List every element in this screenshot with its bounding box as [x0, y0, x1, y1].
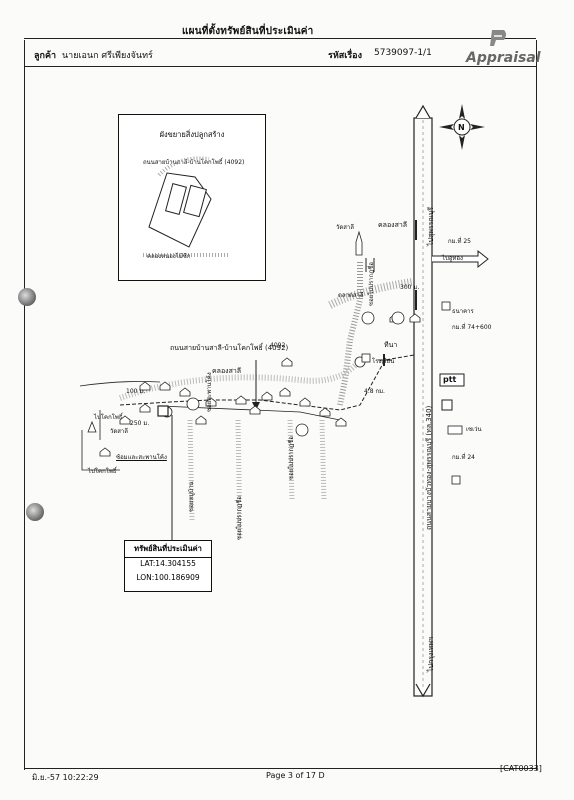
soi-2-label: ซอยไม่ปรากฏชื่อ — [236, 496, 243, 540]
dist-300-label: 300 ม. — [400, 284, 420, 291]
building-layout-inset: ผังขยายสิ่งปลูกสร้าง ถนนสายบ้านสาลี-บ้าน… — [118, 114, 266, 281]
callout-lat: LAT:14.304155 — [140, 559, 196, 568]
km25-label: กม.ที่ 25 — [448, 238, 471, 245]
inset-road-label: ถนนสายบ้านสาลี-บ้านโคกโพธิ์ (4092) — [143, 159, 245, 166]
seven-label: เซเว่น — [466, 426, 482, 433]
seven-eleven-icon — [441, 399, 453, 411]
road-main-name-label: ถนนสายบางบัวทอง-สุพรรณบุรี (ทล.340) — [425, 405, 433, 530]
appraisal-logo-icon — [490, 30, 506, 46]
footer-code: [CAT0033] — [500, 764, 542, 773]
to-uthong-label: ไปอู่ทอง — [442, 255, 463, 262]
to-khok-label: ไปโคกโพธิ์ — [94, 414, 123, 421]
road-main-bottom-label: ไปกรุงเทพฯ — [427, 637, 435, 672]
road-main-top-label: ไปสุพรรณบุรี — [427, 206, 435, 246]
page-title: แผนที่ตั้งทรัพย์สินที่ประเมินค่า — [182, 26, 314, 37]
punch-hole — [18, 288, 36, 306]
customer-label-text: ลูกค้า — [34, 51, 57, 61]
inset-title: ผังขยายสิ่งปลูกสร้าง — [159, 130, 225, 139]
road-number-label: 4092 — [270, 342, 286, 349]
soi-5-label: ซอยสะพานโค้ง — [206, 372, 213, 412]
footer-rule — [24, 768, 536, 769]
soi-4-label: ซอยไม่ปรากฏชื่อ — [368, 262, 375, 306]
thina-label: ทีนา — [384, 341, 398, 349]
customer-name: นายเอนก ศรีเพียงจันทร์ — [62, 51, 153, 61]
footer-page-number: Page 3 of 17 D — [266, 771, 325, 780]
route-marker-icon — [161, 311, 405, 437]
ref-label: รหัสเรื่อง — [328, 51, 362, 61]
temple-icon — [87, 230, 363, 433]
km-plus-label: กม.ที่ 74+600 — [452, 324, 492, 331]
header-bottom-rule — [24, 66, 536, 67]
dist-250-label: 250 ม. — [130, 420, 150, 427]
left-border — [24, 40, 25, 770]
ptt-label: ptt — [443, 375, 457, 384]
inset-plan — [143, 156, 229, 257]
canal-sali-label-2: คลองสาลี — [212, 367, 242, 375]
soi-1-label: ซอยหมู่บ้าน — [188, 481, 195, 512]
ptt-icon — [439, 373, 465, 387]
dist-48-label: 4.8 กม. — [364, 388, 385, 395]
market-label: ตลาดสาลี — [338, 292, 364, 299]
building-icon — [361, 301, 463, 485]
header-top-rule — [24, 38, 536, 39]
soi-3-label: ซอยไม่ปรากฏชื่อ — [288, 436, 295, 480]
inset-canal-label: คลองหนองไม้ซีก — [147, 253, 191, 260]
km24-label: กม.ที่ 24 — [452, 454, 475, 461]
logo-text: Appraisal — [466, 50, 541, 66]
svg-text:N: N — [458, 123, 465, 132]
punch-hole — [26, 503, 44, 521]
wat-label: วัดสาลี — [336, 224, 354, 231]
callout-lon: LON:100.186909 — [136, 573, 200, 582]
road-local-label: ถนนสายบ้านสาลี-บ้านโคกโพธิ์ (4092) — [170, 344, 289, 352]
north-arrow-icon: N — [439, 104, 485, 150]
wat-small-label: วัดสาลี — [110, 428, 128, 435]
bridge-label: ซ้อมและสะพานโค้ง — [116, 454, 167, 461]
callout-title: ทรัพย์สินที่ประเมินค่า — [125, 543, 211, 558]
to-khokpho-label: ไปโคกโพธิ์ — [88, 468, 117, 475]
customer-label: ลูกค้า — [34, 48, 56, 62]
footer-timestamp: มิ.ย.-57 10:22:29 — [32, 773, 99, 782]
right-border — [536, 40, 537, 770]
ref-value: 5739097-1/1 — [374, 48, 432, 58]
bank-label: ธนาคาร — [452, 308, 474, 315]
dist-100-label: 100 ม. — [126, 388, 146, 395]
property-marker-icon — [157, 405, 169, 417]
property-callout: ทรัพย์สินที่ประเมินค่า LAT:14.304155 LON… — [124, 540, 212, 592]
canal-sali-label: คลองสาลี — [378, 221, 408, 229]
school-label: โรงเรียน — [372, 358, 395, 365]
